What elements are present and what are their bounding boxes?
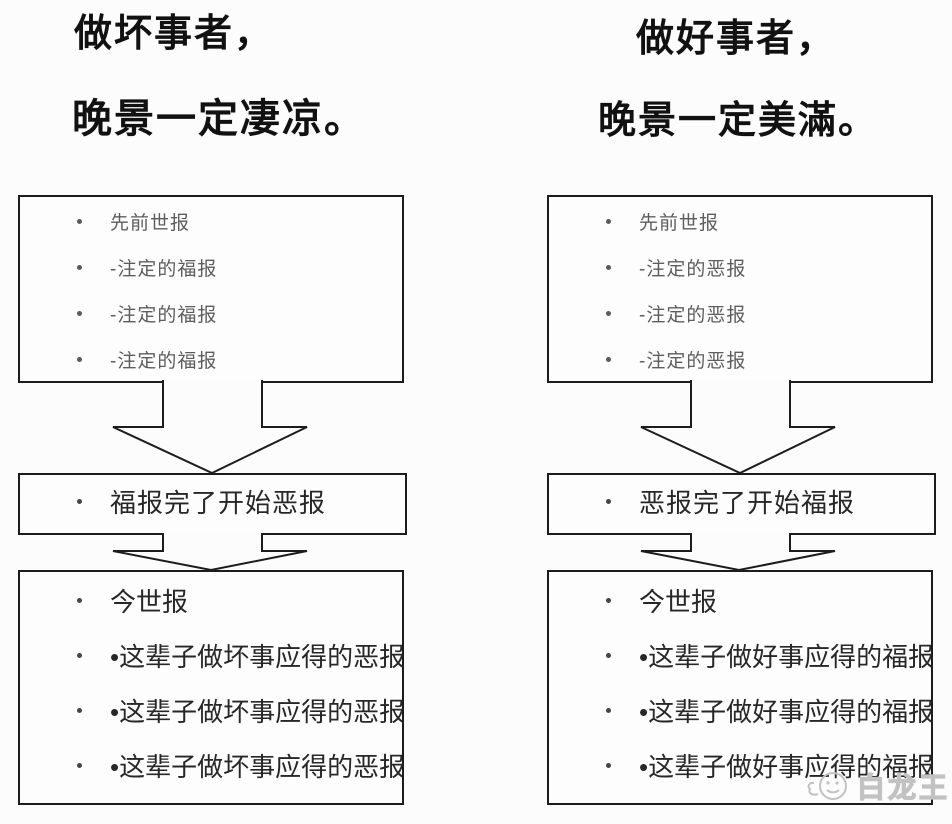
list-item: 恶报完了开始福报	[549, 477, 934, 525]
dragon-logo-icon	[807, 772, 847, 800]
right-title-line-2: 晚景一定美滿。	[598, 100, 879, 142]
bullet-icon	[606, 310, 611, 316]
left-down-arrow-icon-2	[112, 533, 308, 572]
list-item: 今世报	[549, 573, 931, 628]
list-item: •这辈子做好事应得的福报	[549, 628, 935, 683]
list-item: -注定的恶报	[549, 244, 931, 290]
list-item-text: •这辈子做坏事应得的恶报	[110, 642, 406, 672]
left-transition-box: 福报完了开始恶报	[18, 473, 407, 535]
left-title-line-1: 做坏事者，	[74, 13, 275, 55]
bullet-icon	[606, 653, 611, 658]
list-item: -注定的福报	[20, 244, 402, 290]
bullet-icon	[606, 708, 611, 713]
list-item-text: -注定的恶报	[639, 350, 747, 372]
list-item: 今世报	[20, 573, 402, 628]
list-item: •这辈子做坏事应得的恶报	[20, 683, 406, 738]
list-item-text: -注定的福报	[110, 304, 218, 326]
right-down-arrow-icon-1	[640, 380, 836, 475]
bullet-icon	[77, 218, 82, 224]
list-item: 先前世报	[549, 198, 931, 244]
bullet-icon	[77, 763, 82, 768]
list-item-text: -注定的福报	[110, 258, 218, 280]
right-present-life-box: 今世报 •这辈子做好事应得的福报 •这辈子做好事应得的福报 •这辈子做好事应得的…	[547, 570, 935, 805]
list-item-text: -注定的恶报	[639, 258, 747, 280]
bullet-icon	[77, 264, 82, 270]
list-item-text: 今世报	[639, 587, 718, 617]
list-item-text: •这辈子做坏事应得的恶报	[110, 752, 406, 782]
bullet-icon	[77, 498, 82, 504]
list-item: 福报完了开始恶报	[20, 477, 405, 525]
right-transition-box: 恶报完了开始福报	[547, 473, 936, 535]
list-item: •这辈子做坏事应得的恶报	[20, 738, 406, 793]
left-title-line-2: 晚景一定凄凉。	[72, 97, 366, 141]
left-down-arrow-icon-1	[112, 380, 308, 475]
list-item: -注定的福报	[20, 290, 402, 336]
list-item-text: 今世报	[110, 587, 189, 617]
list-item-text: •这辈子做好事应得的福报	[639, 752, 935, 782]
list-item-text: -注定的福报	[110, 350, 218, 372]
list-item-text: •这辈子做好事应得的福报	[639, 642, 935, 672]
right-down-arrow-icon-2	[640, 533, 836, 572]
bullet-icon	[77, 598, 82, 603]
bullet-icon	[77, 310, 82, 316]
list-item: -注定的恶报	[549, 336, 931, 382]
list-item: •这辈子做好事应得的福报	[549, 738, 935, 793]
watermark-text: 白龙王	[856, 771, 951, 803]
watermark: 白龙王	[806, 766, 950, 806]
list-item: •这辈子做好事应得的福报	[549, 683, 935, 738]
bullet-icon	[606, 218, 611, 224]
list-item-text: •这辈子做坏事应得的恶报	[110, 697, 406, 727]
list-item: •这辈子做坏事应得的恶报	[20, 628, 406, 683]
list-item-text: -注定的恶报	[639, 304, 747, 326]
right-past-life-box: 先前世报 -注定的恶报 -注定的恶报 -注定的恶报	[547, 195, 933, 383]
list-item: -注定的福报	[20, 336, 402, 382]
bullet-icon	[606, 763, 611, 768]
left-past-life-box: 先前世报 -注定的福报 -注定的福报 -注定的福报	[18, 195, 404, 383]
bullet-icon	[606, 356, 611, 362]
list-item-text: 先前世报	[639, 212, 720, 234]
bullet-icon	[77, 356, 82, 362]
bullet-icon	[606, 264, 611, 270]
list-item: 先前世报	[20, 198, 402, 244]
bullet-icon	[606, 598, 611, 603]
list-item-text: •这辈子做好事应得的福报	[639, 697, 935, 727]
left-present-life-box: 今世报 •这辈子做坏事应得的恶报 •这辈子做坏事应得的恶报 •这辈子做坏事应得的…	[18, 570, 406, 805]
bullet-icon	[77, 653, 82, 658]
list-item-text: 恶报完了开始福报	[639, 487, 856, 518]
list-item-text: 先前世报	[110, 212, 191, 234]
right-title-line-1: 做好事者，	[636, 18, 837, 60]
list-item: -注定的恶报	[549, 290, 931, 336]
bullet-icon	[77, 708, 82, 713]
list-item-text: 福报完了开始恶报	[110, 487, 327, 518]
bullet-icon	[606, 498, 611, 504]
